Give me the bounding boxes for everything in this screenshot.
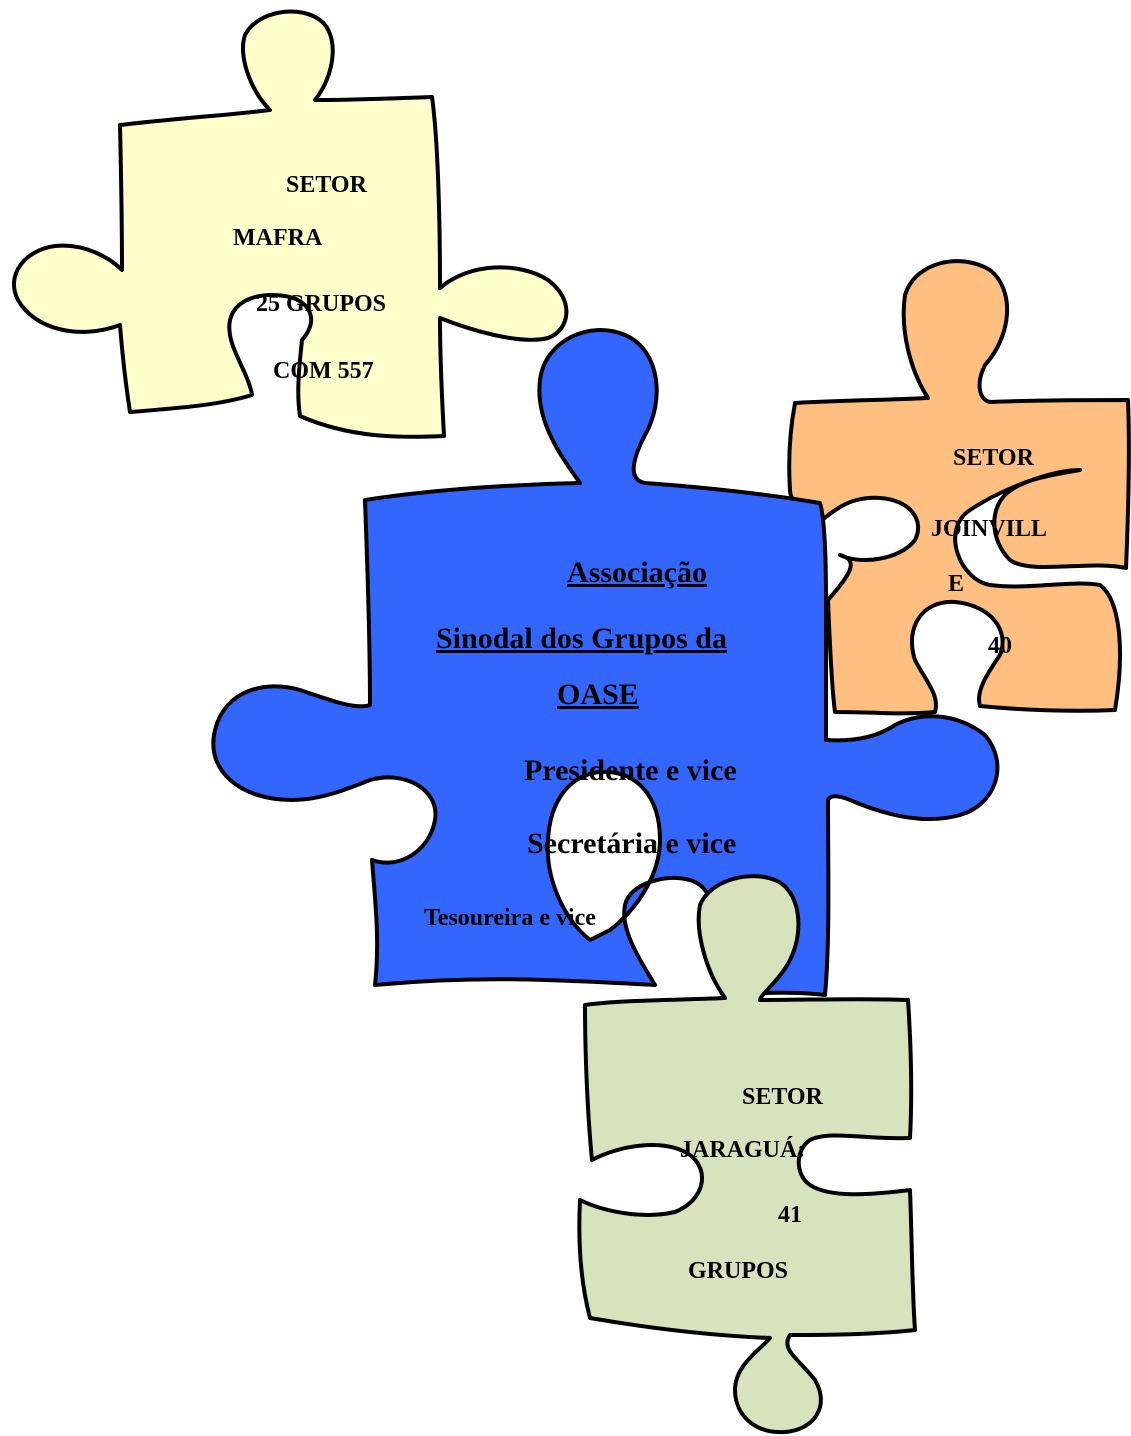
jaragua-label-groups: GRUPOS bbox=[688, 1258, 789, 1284]
association-title-line2: Sinodal dos Grupos da bbox=[436, 622, 727, 655]
role-secretary: Secretária e vice bbox=[527, 827, 737, 860]
mafra-label-setor: SETOR bbox=[286, 172, 367, 198]
mafra-label-name: MAFRA bbox=[233, 225, 323, 251]
puzzle-piece-mafra bbox=[11, 9, 569, 439]
joinville-label-groups: 40 bbox=[988, 633, 1012, 659]
association-title-line3: OASE bbox=[557, 678, 639, 711]
jaragua-label-name: JARAGUÁ: bbox=[680, 1137, 806, 1163]
jaragua-label-setor: SETOR bbox=[742, 1084, 823, 1110]
mafra-label-groups: 25 GRUPOS bbox=[256, 291, 387, 317]
association-title-line1: Associação bbox=[567, 556, 707, 589]
mafra-label-members: COM 557 bbox=[273, 358, 374, 384]
role-president: Presidente e vice bbox=[524, 754, 737, 787]
puzzle-piece-jaragua bbox=[577, 874, 917, 1435]
puzzle-piece-center bbox=[211, 328, 1000, 997]
jaragua-label-count: 41 bbox=[778, 1202, 802, 1228]
joinville-label-name-end: E bbox=[948, 571, 965, 597]
joinville-label-setor: SETOR bbox=[953, 445, 1034, 471]
puzzle-piece-joinville bbox=[787, 259, 1131, 716]
role-treasurer: Tesoureira e vice bbox=[424, 905, 596, 931]
joinville-label-name: JOINVILL bbox=[931, 516, 1048, 542]
